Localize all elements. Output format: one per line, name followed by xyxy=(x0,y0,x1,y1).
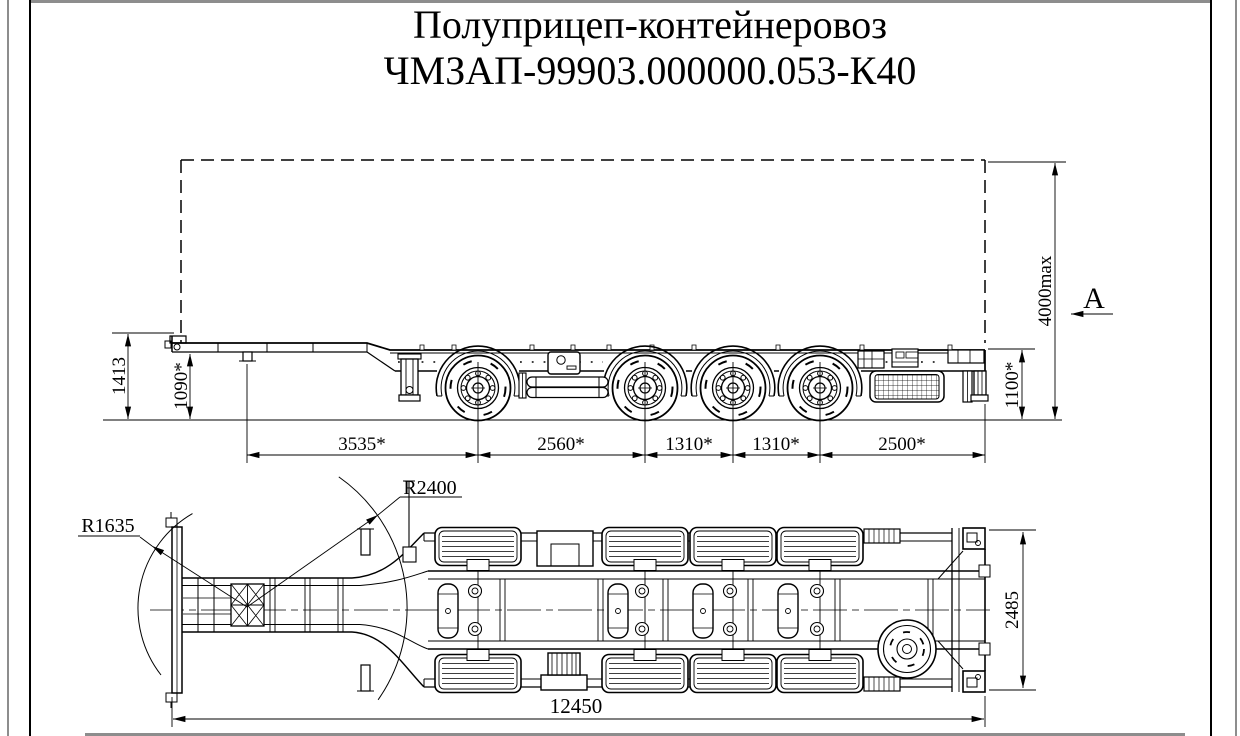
extension-lines-side xyxy=(112,161,1066,463)
container-outline xyxy=(180,159,986,343)
rear-bumper xyxy=(962,370,989,403)
title-line-2: ЧМЗАП-99903.000000.053-К40 xyxy=(383,48,917,93)
air-tanks-plan xyxy=(437,583,799,639)
sheet-border-right xyxy=(1210,0,1212,736)
corner-fitting xyxy=(962,527,986,550)
arc-r1635 xyxy=(137,513,193,676)
gooseneck-frame-plan xyxy=(182,532,429,688)
front-fittings-plan xyxy=(357,480,417,692)
radius-label-r2400: R2400 xyxy=(403,477,456,499)
landing-gear xyxy=(397,353,422,402)
mudflap-front xyxy=(518,372,527,399)
sheet-border-left xyxy=(29,0,31,736)
arc-r2400 xyxy=(338,476,408,701)
dim-deck-height-rear: 1100* xyxy=(1002,362,1023,409)
storage-grid-box xyxy=(869,370,945,403)
view-label-a: А xyxy=(1083,282,1105,315)
drawing-title: Полуприцеп-контейнеровоз ЧМЗАП-99903.000… xyxy=(60,2,1240,94)
wheels-side xyxy=(435,345,863,422)
dimension-lines-side xyxy=(124,162,1059,459)
front-coupling xyxy=(164,335,187,351)
spare-wheel xyxy=(877,619,937,679)
corner-fitting xyxy=(962,670,986,693)
window-edge-right xyxy=(1235,0,1237,736)
air-tanks-side xyxy=(526,376,609,399)
side-view xyxy=(103,159,1113,463)
dim-deck-height-front: 1090* xyxy=(171,362,192,410)
kingpin-plate xyxy=(230,583,265,627)
plan-view xyxy=(78,476,1036,727)
toolbox-side xyxy=(547,351,581,375)
front-bumper-plan xyxy=(165,512,183,708)
dim-overall-length: 12450 xyxy=(550,694,603,718)
dim-overall-height: 4000max xyxy=(1035,255,1056,326)
dim-overall-width: 2485 xyxy=(1002,591,1023,629)
dimension-lines-plan xyxy=(171,529,1036,727)
swing-radius-arcs xyxy=(78,476,462,701)
window-edge-bottom xyxy=(85,733,1185,736)
dim-axle4-to-rear: 2500* xyxy=(878,434,926,455)
dim-axle3-to-axle4: 1310* xyxy=(752,434,800,455)
dim-axle2-to-axle3: 1310* xyxy=(665,434,713,455)
dim-axle1-to-axle2: 2560* xyxy=(537,434,585,455)
rear-equipment xyxy=(857,348,985,369)
cable-mast xyxy=(403,480,415,553)
title-line-1: Полуприцеп-контейнеровоз xyxy=(412,2,888,47)
window-edge-left xyxy=(7,0,9,736)
kingpin xyxy=(239,351,256,362)
rear-frame-plan xyxy=(863,527,991,693)
dim-kingpin-to-axle1: 3535* xyxy=(338,434,386,455)
window-edge-top xyxy=(29,0,1212,3)
toolbox-plan xyxy=(536,530,594,691)
dim-front-height: 1413 xyxy=(109,357,130,395)
radius-label-r1635: R1635 xyxy=(81,515,134,537)
